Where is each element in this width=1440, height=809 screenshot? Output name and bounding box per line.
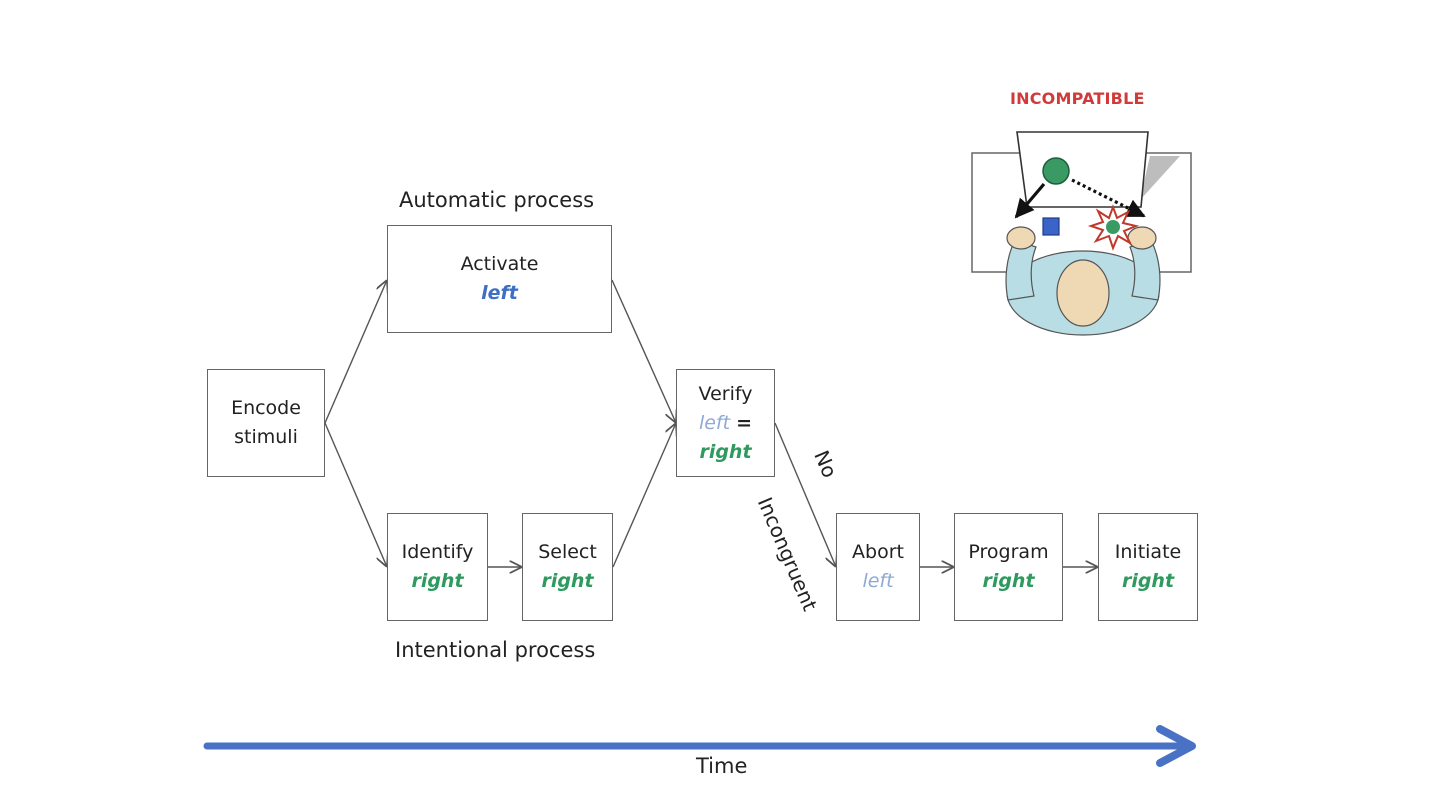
green-stimulus-circle: [1042, 157, 1070, 185]
node-verify-title: Verify: [698, 382, 753, 405]
node-select-title: Select: [538, 541, 597, 563]
node-encode-stimuli: Encode stimuli: [207, 369, 325, 477]
arrow-verify-to-abort: [774, 422, 836, 567]
node-activate: Activate left: [387, 225, 612, 333]
node-abort-value: left: [862, 570, 894, 592]
incompatible-illustration: [971, 131, 1192, 336]
time-arrow: [203, 725, 1196, 767]
time-label: Time: [696, 754, 748, 778]
node-verify-comparison: left =: [699, 409, 752, 438]
node-select-value: right: [541, 570, 594, 592]
right-hand: [1127, 226, 1157, 250]
node-program: Program right: [954, 513, 1063, 621]
node-program-title: Program: [968, 541, 1049, 563]
left-hand: [1006, 226, 1036, 250]
node-identify-value: right: [411, 570, 464, 592]
green-response-key: [1106, 220, 1120, 234]
blue-response-key: [1042, 217, 1060, 236]
node-activate-value: left: [481, 282, 518, 304]
pointing-arrow-right-dotted: [1071, 178, 1146, 218]
intentional-process-label: Intentional process: [395, 638, 596, 662]
arrow-encode-to-activate: [324, 280, 387, 424]
arrow-encode-to-identify: [324, 422, 387, 567]
automatic-process-label: Automatic process: [399, 188, 595, 212]
node-abort: Abort left: [836, 513, 920, 621]
node-verify: Verify left = right: [676, 369, 775, 477]
node-encode-line2: stimuli: [234, 426, 298, 448]
node-verify-right-value: right: [699, 440, 752, 463]
node-verify-equals: =: [736, 411, 753, 434]
node-program-value: right: [982, 570, 1035, 592]
node-initiate-value: right: [1121, 570, 1175, 592]
screen-shadow: [1140, 156, 1180, 200]
monitor-screen: [1016, 131, 1149, 208]
node-identify: Identify right: [387, 513, 488, 621]
node-activate-title: Activate: [460, 253, 539, 275]
node-initiate-title: Initiate: [1114, 541, 1182, 563]
arrow-select-to-verify: [612, 423, 676, 568]
arrow-activate-to-verify: [611, 279, 676, 423]
right-arm: [1129, 239, 1161, 301]
incompatible-label: INCOMPATIBLE: [1010, 89, 1145, 108]
left-arm: [1005, 239, 1037, 301]
node-verify-left-value: left: [698, 411, 731, 434]
node-initiate: Initiate right: [1098, 513, 1198, 621]
person-head: [1056, 259, 1110, 327]
node-identify-title: Identify: [401, 541, 474, 563]
node-select: Select right: [522, 513, 613, 621]
node-encode-line1: Encode: [231, 397, 301, 419]
node-abort-title: Abort: [852, 541, 904, 563]
pointing-arrow-left: [1014, 182, 1046, 219]
